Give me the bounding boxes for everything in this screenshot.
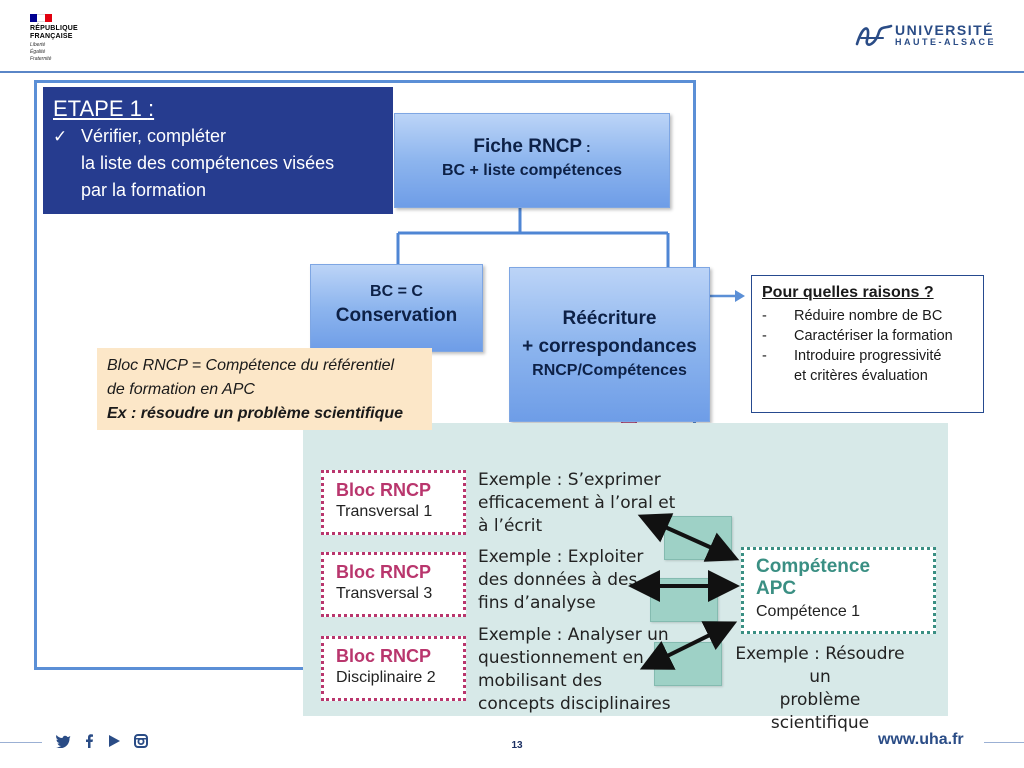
reecriture-line2: + correspondances [522,336,697,357]
bloc-definition-note: Bloc RNCP = Compétence du référentiel de… [97,348,432,430]
bloc-rncp-transversal-1: Bloc RNCP Transversal 1 [321,470,466,535]
fiche-colon: : [582,139,591,155]
rf-line2: FRANÇAISE [30,33,73,40]
footer-rule-left [0,742,42,743]
republique-francaise-logo: RÉPUBLIQUE FRANÇAISE Liberté Égalité Fra… [30,14,90,62]
etape-box: ETAPE 1 : ✓ Vérifier, compléter la liste… [43,87,393,214]
apc-title-line2: APC [756,578,797,599]
uha-line2: HAUTE-ALSACE [895,37,996,47]
sticky-note [654,642,722,686]
etape-title: ETAPE 1 : [53,96,155,121]
bloc-title: Bloc RNCP [336,480,432,500]
instagram-icon[interactable] [134,734,148,748]
apc-subtitle: Compétence 1 [756,603,861,620]
rf-motto1: Liberté [30,42,46,48]
bloc-rncp-transversal-3: Bloc RNCP Transversal 3 [321,552,466,617]
etape-line3: par la formation [81,180,207,200]
raisons-item: -Caractériser la formation [762,328,953,344]
rf-motto2: Égalité [30,49,46,55]
bloc-def-line2: de formation en APC [107,381,255,398]
bc-line1: BC = C [370,283,423,300]
bloc-subtitle: Transversal 1 [336,503,433,520]
competence-apc-box: Compétence APC Compétence 1 [741,547,936,634]
facebook-icon[interactable] [84,734,94,748]
bloc-def-example: Ex : résoudre un problème scientifique [107,405,404,422]
sticky-note [650,578,718,622]
youtube-icon[interactable] [107,734,121,748]
sticky-note [664,516,732,560]
apc-title-line1: Compétence [756,556,871,577]
raisons-item: -Réduire nombre de BC [762,308,943,324]
bc-conservation-box: BC = C Conservation [310,264,483,352]
checkmark-icon: ✓ [53,127,68,146]
bc-line2: Conservation [335,305,458,326]
etape-line2: la liste des compétences visées [81,153,335,173]
reecriture-box: Réécriture + correspondances RNCP/Compét… [509,267,710,422]
raisons-item: -Introduire progressivité [762,348,942,364]
reecriture-line3: RNCP/Compétences [532,362,687,379]
uha-line1: UNIVERSITÉ [895,22,995,38]
fiche-subtitle: BC + liste compétences [441,162,623,179]
rf-line1: RÉPUBLIQUE [30,25,78,32]
raisons-item-continuation: et critères évaluation [794,368,928,384]
page-number: 13 [511,740,523,751]
fiche-rncp-box: Fiche RNCP : BC + liste compétences [394,113,670,208]
rf-motto3: Fraternité [30,56,52,62]
fiche-title: Fiche RNCP [473,136,583,157]
bloc-title: Bloc RNCP [336,646,432,666]
uha-mark-icon [855,24,893,46]
bloc-subtitle: Disciplinaire 2 [336,669,436,686]
reecriture-line1: Réécriture [562,308,657,329]
social-links [55,734,148,748]
raisons-title: Pour quelles raisons ? [762,284,934,301]
etape-line1: Vérifier, compléter [81,126,227,146]
header-divider [0,71,1024,73]
twitter-icon[interactable] [55,734,71,748]
french-flag-icon [30,14,52,22]
uha-logo: UNIVERSITÉ HAUTE-ALSACE [853,20,996,52]
bloc-def-line1: Bloc RNCP = Compétence du référentiel [107,357,395,374]
website-link[interactable]: www.uha.fr [878,731,964,748]
bloc-title: Bloc RNCP [336,562,432,582]
raisons-box: Pour quelles raisons ? -Réduire nombre d… [751,275,984,413]
bloc-subtitle: Transversal 3 [336,585,433,602]
bloc-rncp-disciplinaire-2: Bloc RNCP Disciplinaire 2 [321,636,466,701]
footer-rule-right [984,742,1024,743]
